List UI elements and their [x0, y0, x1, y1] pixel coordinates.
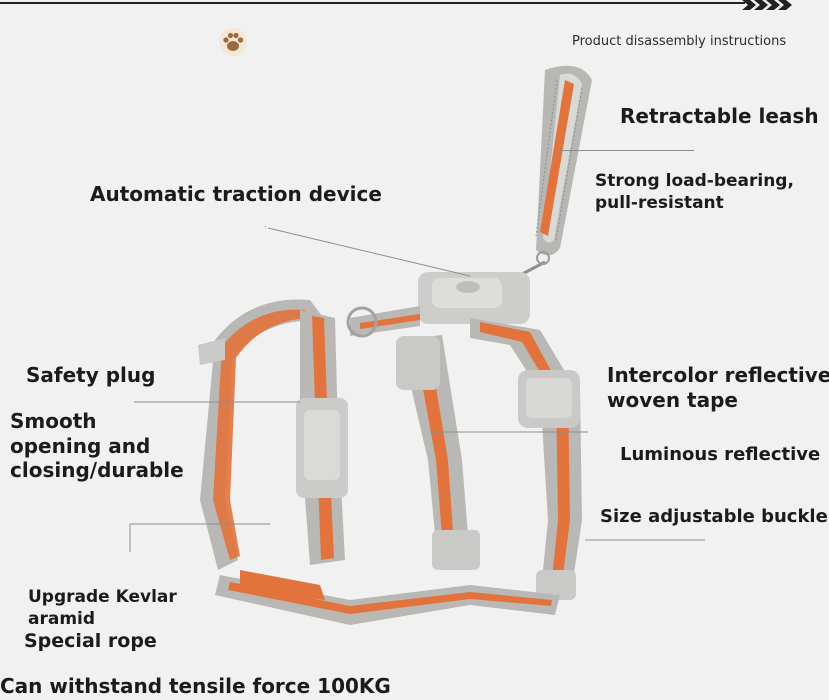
smooth-label-1: Smooth — [10, 409, 97, 433]
leash-pointer-line — [560, 150, 694, 151]
kevlar-label-2: aramid — [28, 609, 96, 629]
smooth-label-2: opening and — [10, 434, 151, 458]
traction-pointer-start — [265, 226, 266, 227]
instructions-caption: Product disassembly instructions — [572, 34, 787, 49]
retractable-leash-label: Retractable leash — [620, 104, 819, 128]
top-divider — [0, 2, 745, 4]
strong-load-label-1: Strong load-bearing, — [595, 171, 794, 191]
automatic-traction-label: Automatic traction device — [90, 182, 382, 206]
traction-device — [418, 272, 530, 324]
safety-plug-label: Safety plug — [26, 363, 156, 387]
size-buckle-label: Size adjustable buckle — [600, 506, 828, 527]
leash-handle — [535, 65, 592, 256]
paw-icon — [219, 28, 247, 56]
chevron-arrows-icon — [742, 0, 792, 10]
intercolor-label-2: woven tape — [607, 388, 738, 412]
intercolor-label-1: Intercolor reflective — [607, 363, 829, 387]
smooth-label-3: closing/durable — [10, 458, 184, 482]
strong-load-label-2: pull-resistant — [595, 193, 724, 213]
kevlar-label-1: Upgrade Kevlar — [28, 587, 177, 607]
tensile-force-label: Can withstand tensile force 100KG — [0, 674, 391, 698]
luminous-reflective-label: Luminous reflective — [620, 444, 821, 465]
kevlar-label-3: Special rope — [24, 630, 157, 652]
